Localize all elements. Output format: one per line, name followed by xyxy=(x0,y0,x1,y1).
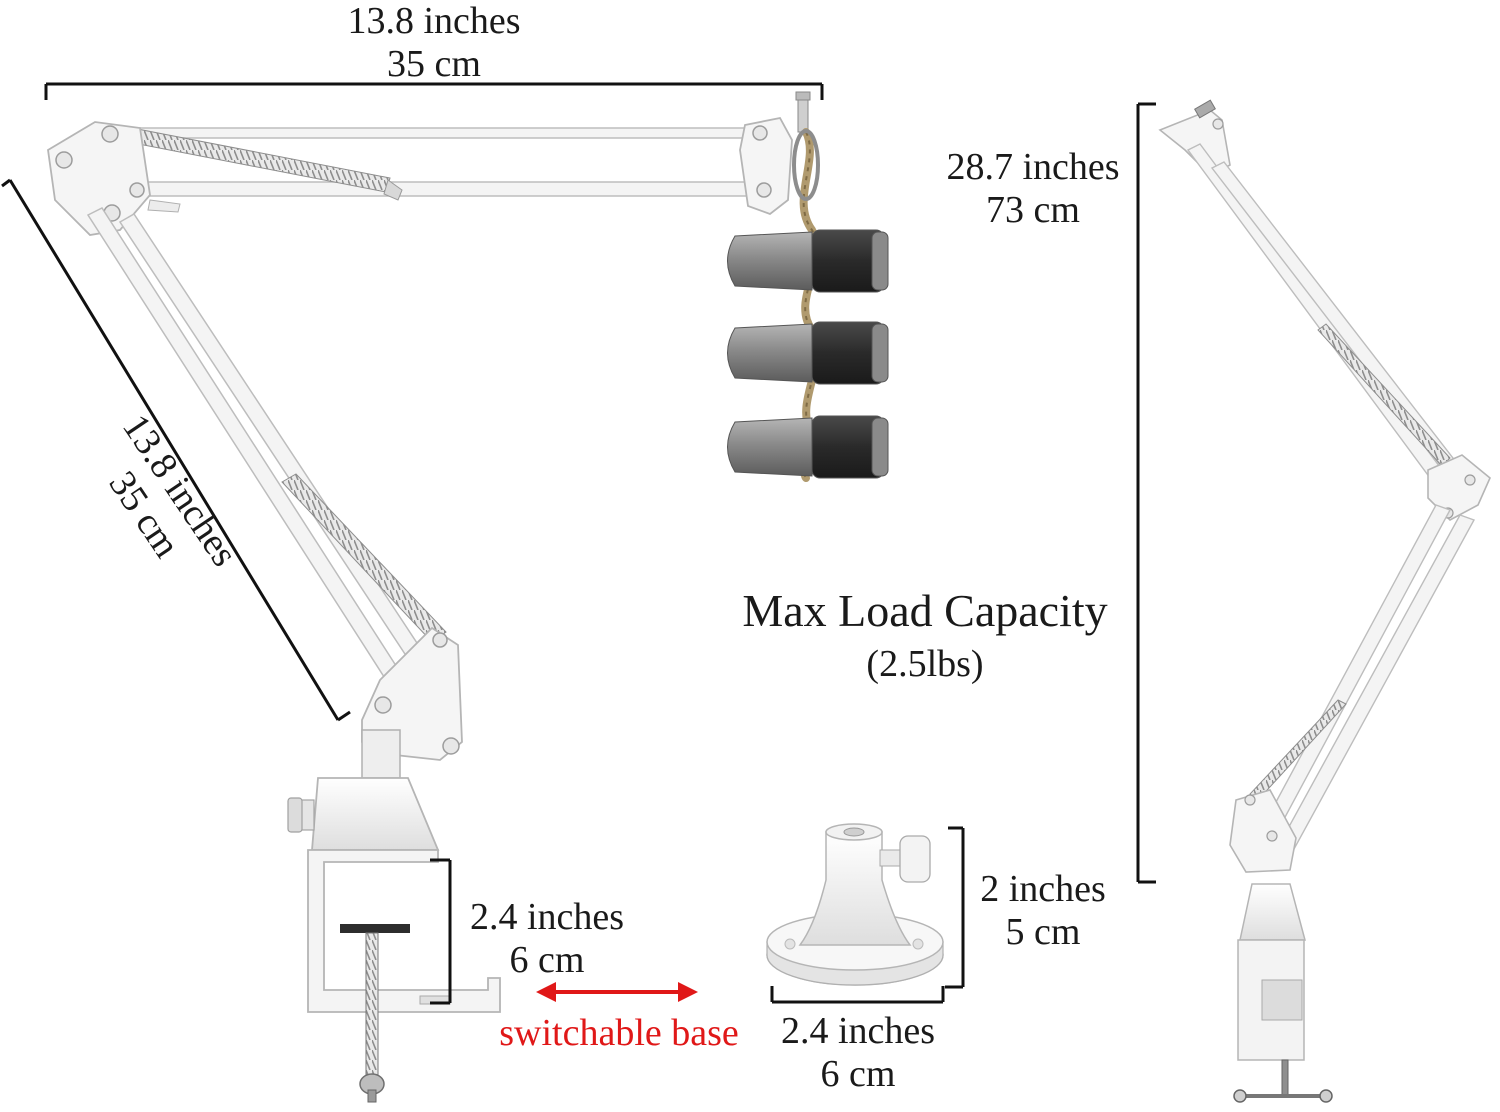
top-arm-dimension-line xyxy=(44,82,824,100)
side-view-boom-arm xyxy=(1158,99,1491,1103)
lower-arm-dimension-line xyxy=(1,178,351,722)
hanging-microphones xyxy=(727,128,889,482)
base-height-inches: 2 inches xyxy=(980,868,1106,910)
lower-spring xyxy=(281,473,447,643)
base-diameter-cm: 6 cm xyxy=(820,1052,896,1095)
main-boom-arm xyxy=(47,91,811,1103)
microphone-3 xyxy=(727,415,889,479)
switchable-base-label: switchable base xyxy=(499,1012,739,1054)
load-capacity-value: (2.5lbs) xyxy=(866,643,984,685)
switchable-base xyxy=(766,823,944,986)
top-arm-dimension-label: 13.8 inches 35 cm xyxy=(314,0,554,85)
clamp-cm: 6 cm xyxy=(509,938,585,981)
clamp-dimension-line xyxy=(430,858,452,1005)
base-height-cm: 5 cm xyxy=(1005,910,1081,953)
base-diameter-dimension-line xyxy=(770,986,945,1004)
total-height-inches: 28.7 inches xyxy=(946,146,1120,188)
base-diameter-dimension-label: 2.4 inches 6 cm xyxy=(766,1010,950,1095)
base-height-dimension-line xyxy=(945,826,965,989)
base-height-dimension-label: 2 inches 5 cm xyxy=(968,868,1118,953)
load-capacity-label: Max Load Capacity (2.5lbs) xyxy=(715,584,1135,690)
clamp-inches: 2.4 inches xyxy=(469,896,625,938)
load-capacity-title: Max Load Capacity xyxy=(742,585,1108,636)
top-arm-inches: 13.8 inches xyxy=(347,0,521,42)
total-height-dimension-line xyxy=(1136,102,1156,884)
base-diameter-inches: 2.4 inches xyxy=(780,1010,936,1052)
top-arm-cm: 35 cm xyxy=(387,42,481,85)
clamp-dimension-label: 2.4 inches 6 cm xyxy=(452,896,642,981)
microphone-2 xyxy=(727,321,889,385)
total-height-cm: 73 cm xyxy=(986,188,1080,231)
switchable-arrow xyxy=(536,982,698,1002)
microphone-1 xyxy=(727,229,889,293)
total-height-dimension-label: 28.7 inches 73 cm xyxy=(928,146,1138,231)
